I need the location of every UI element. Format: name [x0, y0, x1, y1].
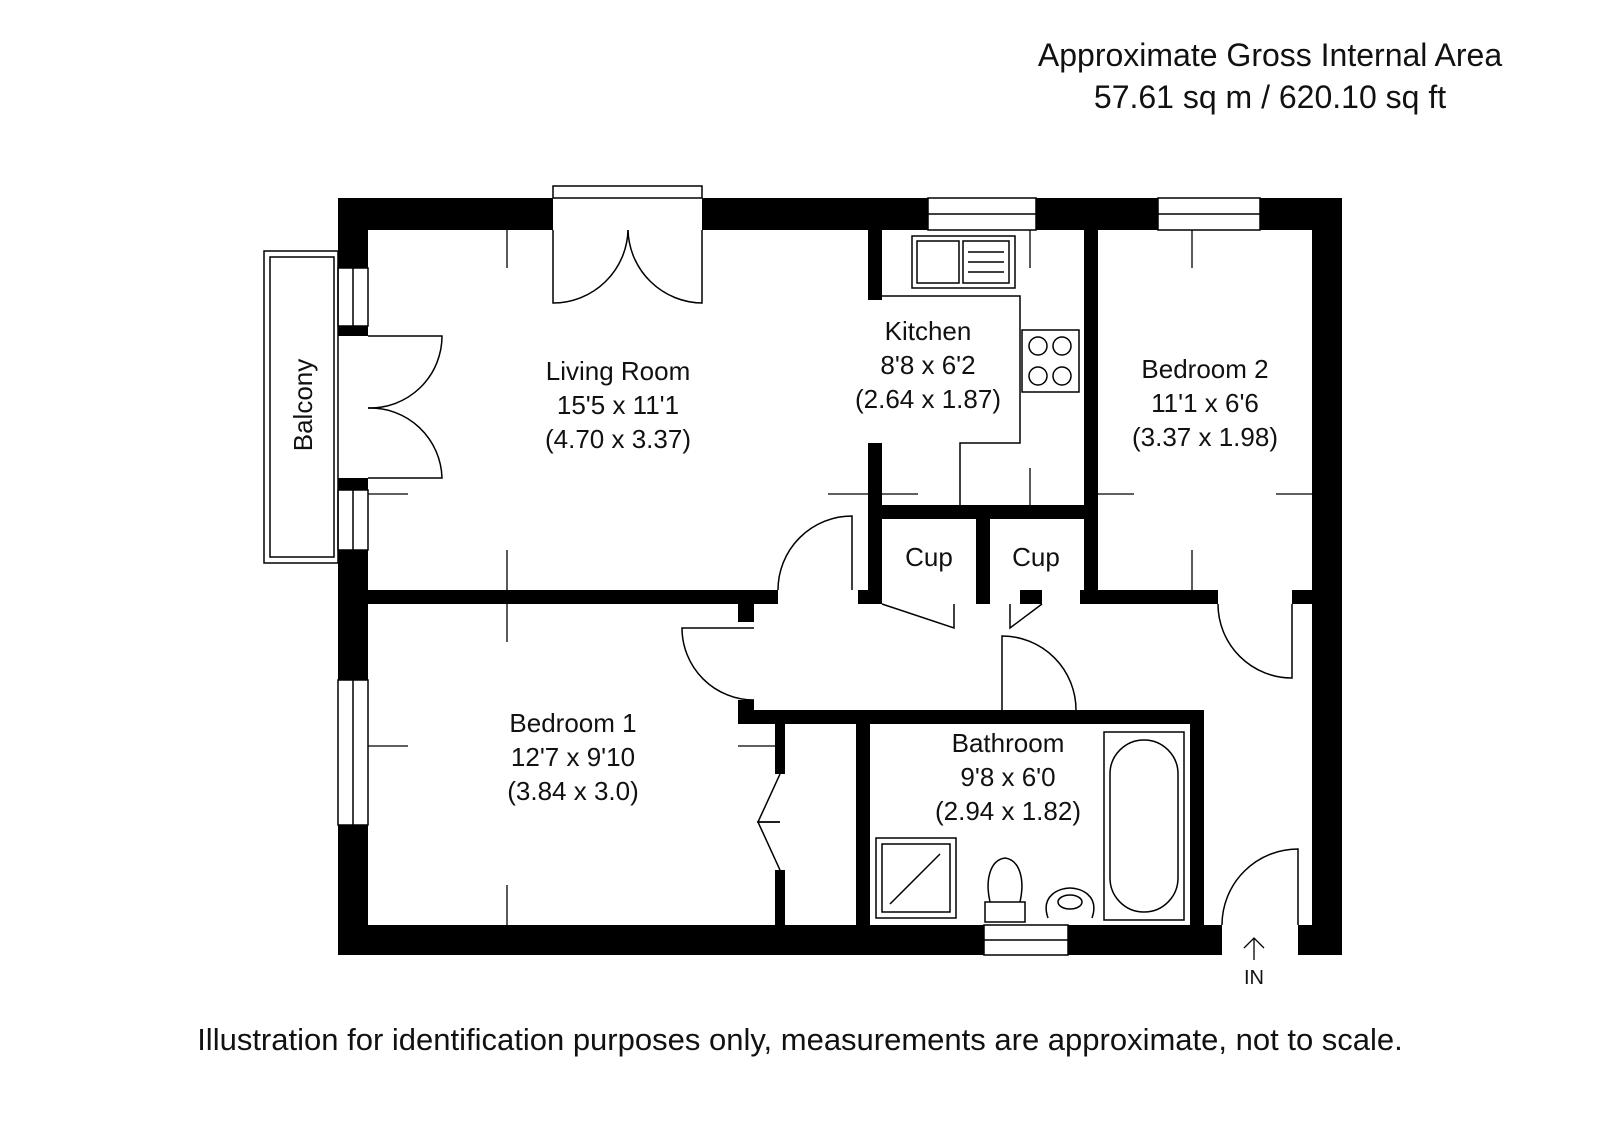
entrance-label: IN — [1244, 967, 1264, 989]
dimension-arrows — [368, 230, 1312, 925]
doors — [367, 229, 1299, 926]
bathroom-name: Bathroom — [952, 728, 1065, 758]
living-room-imperial: 15'5 x 11'1 — [557, 390, 679, 420]
bedroom-1-label: Bedroom 1 12'7 x 9'10 (3.84 x 3.0) — [507, 708, 639, 806]
living-room-metric: (4.70 x 3.37) — [545, 424, 691, 454]
cupboard-2-label: Cup — [1012, 542, 1060, 572]
bathroom-label: Bathroom 9'8 x 6'0 (2.94 x 1.82) — [935, 728, 1081, 826]
entrance-arrow-icon — [1243, 937, 1265, 960]
bedroom-1-metric: (3.84 x 3.0) — [507, 776, 639, 806]
bedroom-2-imperial: 11'1 x 6'6 — [1151, 388, 1259, 418]
internal-walls — [368, 230, 1312, 925]
bedroom-1-imperial: 12'7 x 9'10 — [511, 742, 635, 772]
gross-area-heading: Approximate Gross Internal Area 57.61 sq… — [1020, 34, 1520, 118]
kitchen-label: Kitchen 8'8 x 6'2 (2.64 x 1.87) — [855, 316, 1001, 414]
bedroom-2-label: Bedroom 2 11'1 x 6'6 (3.37 x 1.98) — [1132, 354, 1278, 452]
bedroom-2-metric: (3.37 x 1.98) — [1132, 422, 1278, 452]
bathroom-fittings — [875, 731, 1185, 923]
outer-walls — [338, 198, 1342, 955]
balcony-label: Balcony — [288, 359, 318, 452]
kitchen-metric: (2.64 x 1.87) — [855, 384, 1001, 414]
gross-area-title: Approximate Gross Internal Area — [1037, 37, 1503, 73]
kitchen-units — [882, 235, 1080, 505]
living-room-name: Living Room — [546, 356, 691, 386]
gross-area-value: 57.61 sq m / 620.10 sq ft — [1093, 79, 1447, 115]
cupboard-1-label: Cup — [905, 542, 953, 572]
kitchen-name: Kitchen — [885, 316, 972, 346]
bathroom-metric: (2.94 x 1.82) — [935, 796, 1081, 826]
bathroom-imperial: 9'8 x 6'0 — [960, 762, 1055, 792]
living-room-label: Living Room 15'5 x 11'1 (4.70 x 3.37) — [545, 356, 691, 454]
bedroom-2-name: Bedroom 2 — [1141, 354, 1268, 384]
bedroom-1-name: Bedroom 1 — [509, 708, 636, 738]
balcony — [263, 250, 339, 564]
disclaimer: Illustration for identification purposes… — [197, 1022, 1403, 1057]
windows — [337, 185, 1261, 956]
kitchen-imperial: 8'8 x 6'2 — [880, 350, 975, 380]
